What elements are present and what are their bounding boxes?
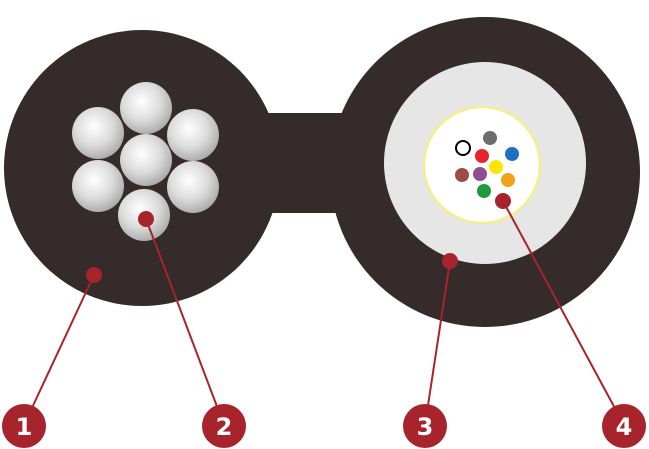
steel-strand — [72, 107, 124, 159]
callout-badge-4: 4 — [602, 404, 646, 448]
callout-label-1: 1 — [16, 413, 33, 441]
fiber-slate — [483, 131, 497, 145]
leader-line-4 — [502, 200, 625, 426]
fiber-red — [475, 149, 489, 163]
callout-badge-3: 3 — [403, 404, 447, 448]
callout-label-4: 4 — [616, 413, 633, 441]
loose-tube — [422, 105, 542, 225]
anchor-dot-1 — [86, 267, 102, 283]
fiber-violet — [473, 167, 487, 181]
callout-label-3: 3 — [417, 413, 434, 441]
anchor-dot-3 — [442, 253, 458, 269]
steel-strand — [72, 160, 124, 212]
fiber-orange — [501, 173, 515, 187]
leader-line-2 — [145, 218, 225, 426]
fiber-blue — [505, 147, 519, 161]
steel-strand — [120, 134, 172, 186]
leader-line-1 — [23, 274, 95, 426]
fiber-yellow — [489, 160, 503, 174]
fiber-green — [477, 184, 491, 198]
fiber-natural — [455, 140, 471, 156]
callout-badge-2: 2 — [202, 404, 246, 448]
callout-label-2: 2 — [216, 413, 233, 441]
anchor-dot-4 — [495, 193, 511, 209]
leader-line-3 — [424, 260, 451, 426]
callout-badge-1: 1 — [2, 404, 46, 448]
anchor-dot-2 — [138, 211, 154, 227]
fiber-brown — [455, 168, 469, 182]
leader-anchors — [86, 193, 511, 283]
optical-fibers — [455, 131, 519, 198]
steel-strand — [167, 109, 219, 161]
leader-lines — [23, 200, 625, 426]
steel-strand — [167, 161, 219, 213]
steel-strand — [120, 82, 172, 134]
